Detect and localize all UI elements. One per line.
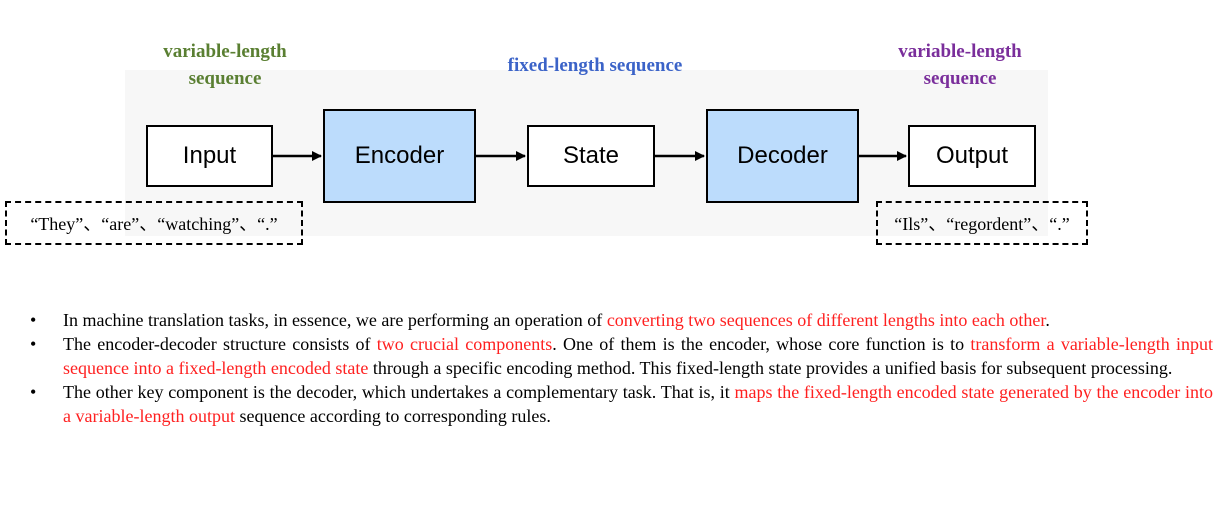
fixed-sequence-label: fixed-length sequence [507,55,683,76]
input-tokens: “They”、“are”、“watching”、“.” [5,201,303,245]
decoder-box: Decoder [706,109,859,203]
bullet-marker: • [30,382,37,402]
input-box: Input [146,125,273,187]
bullet-marker: • [30,334,37,354]
bullet-marker: • [30,310,37,330]
output-sequence-label: variable-length sequence [898,41,1022,89]
bullet-item: •The encoder-decoder structure consists … [30,334,1214,378]
bullet-item: •In machine translation tasks, in essenc… [30,310,1050,330]
explanation-list: •In machine translation tasks, in essenc… [28,308,1213,428]
output-box: Output [908,125,1036,187]
state-box: State [527,125,655,187]
output-tokens: “Ils”、“regordent”、“.” [876,201,1088,245]
bullet-item: • The other key component is the decoder… [30,382,1213,426]
input-sequence-label: variable-length sequence [163,41,287,89]
encoder-box: Encoder [323,109,476,203]
